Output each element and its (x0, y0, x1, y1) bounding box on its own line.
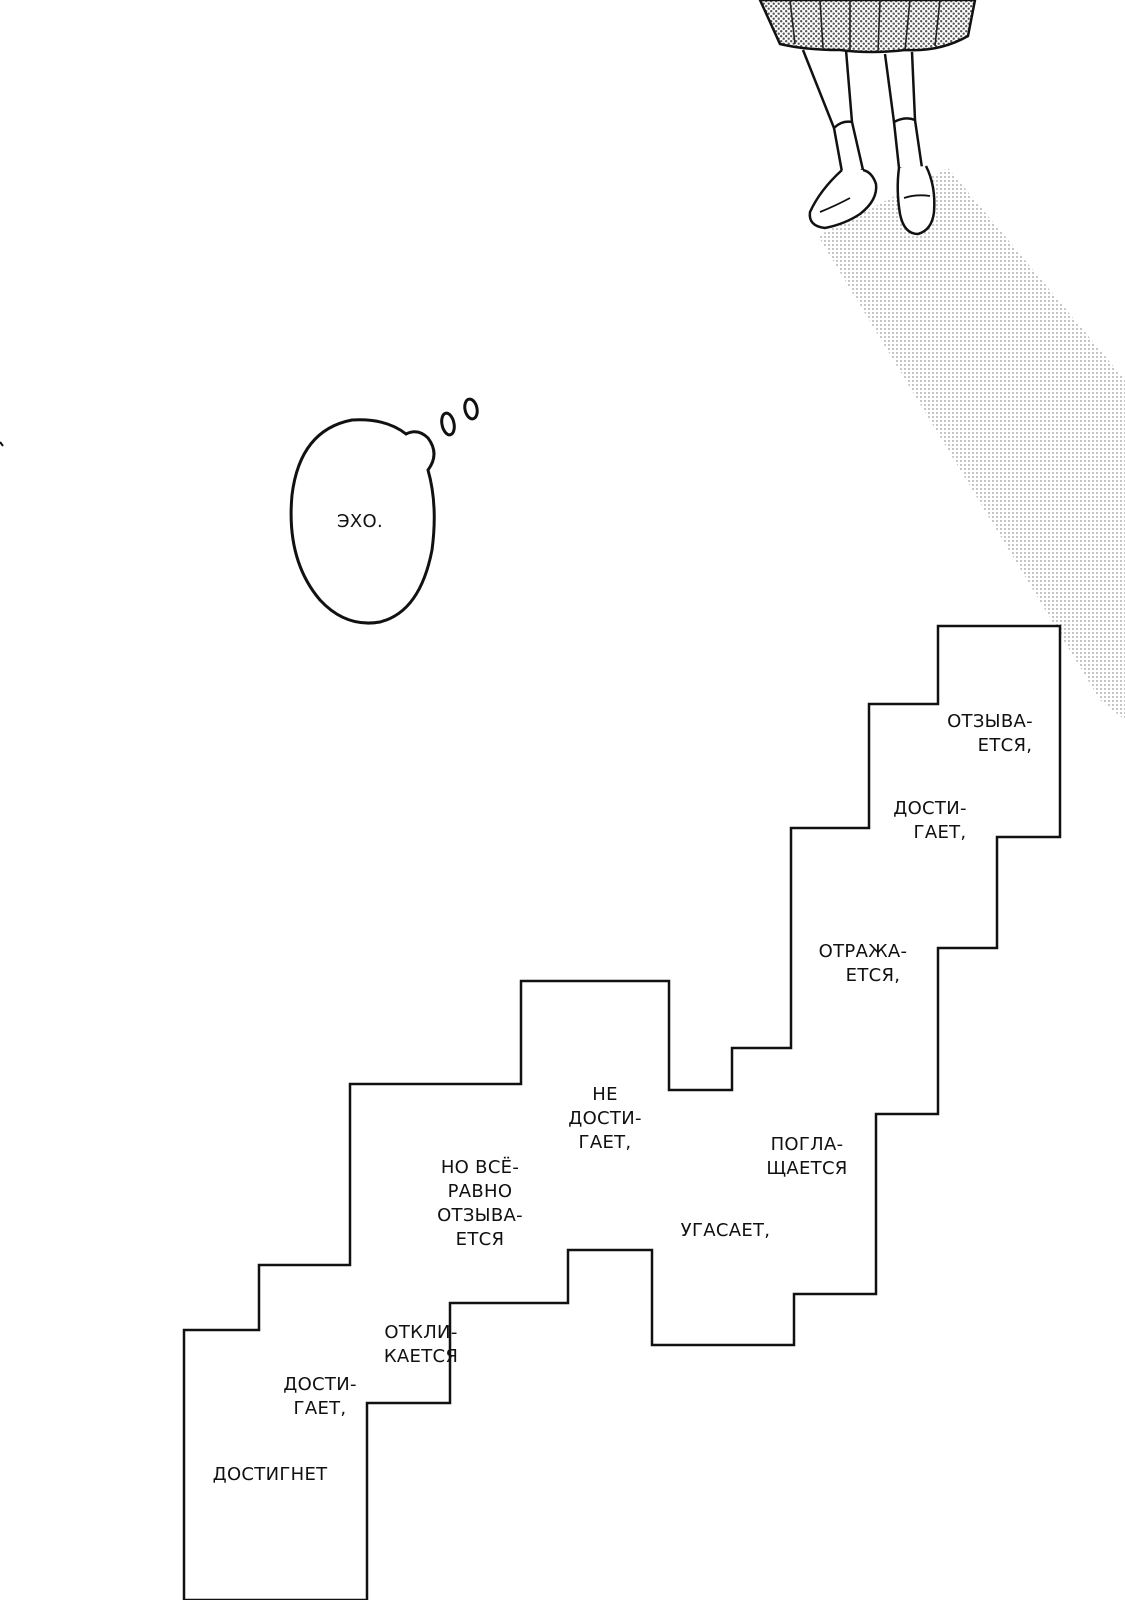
caption-line: ДОСТИ- (568, 1108, 642, 1129)
caption-line: ЕТСЯ, (845, 965, 901, 986)
thought-bubble-shape (289, 397, 479, 625)
caption-no-vsyo-ravno: НО ВСЁ- РАВНО ОТЗЫВА- ЕТСЯ (420, 1156, 540, 1252)
caption-pogloshchaetsya: ПОГЛА- ЩАЕТСЯ (752, 1133, 862, 1181)
caption-line: РАВНО (447, 1181, 513, 1202)
caption-line: ПОГЛА- (770, 1134, 844, 1155)
caption-line: КАЕТСЯ (383, 1346, 459, 1367)
caption-line: НО ВСЁ- (440, 1157, 520, 1178)
caption-line: ДОСТИ- (893, 798, 967, 819)
caption-line: ГАЕТ, (578, 1132, 632, 1153)
caption-otrazhaetsya: ОТРАЖА- ЕТСЯ, (808, 940, 918, 988)
caption-otklikaetsya: ОТКЛИ- КАЕТСЯ (366, 1321, 476, 1369)
caption-line: ЕТСЯ, (977, 735, 1033, 756)
caption-line: ГАЕТ, (913, 822, 967, 843)
caption-line: ОТКЛИ- (384, 1322, 458, 1343)
caption-dostignet: ДОСТИГНЕТ (200, 1463, 340, 1487)
caption-line: ДОСТИГНЕТ (212, 1464, 328, 1485)
caption-line: УГАСАЕТ, (680, 1220, 771, 1241)
shadow-screentone (818, 168, 1125, 720)
caption-line: ГАЕТ, (293, 1398, 347, 1419)
caption-ugasaet: УГАСАЕТ, (668, 1219, 783, 1243)
caption-line: ЕТСЯ (455, 1229, 505, 1250)
thought-bubble-text: ЭХО. (320, 510, 400, 534)
caption-line: ОТЗЫВА- (437, 1205, 523, 1226)
girl-right-leg (883, 51, 936, 236)
caption-line: ОТЗЫВА- (947, 711, 1033, 732)
bubble-line: ЭХО. (337, 511, 383, 532)
edge-mark (0, 441, 4, 447)
caption-dostigaet-2: ДОСТИ- ГАЕТ, (270, 1373, 370, 1421)
staircase-caption-panel (182, 624, 1062, 1600)
caption-line: НЕ (592, 1084, 618, 1105)
caption-dostigaet-1: ДОСТИ- ГАЕТ, (880, 797, 980, 845)
girl-skirt (758, 0, 977, 54)
girl-left-leg (801, 49, 878, 230)
caption-line: ОТРАЖА- (818, 941, 908, 962)
caption-ne-dostigaet: НЕ ДОСТИ- ГАЕТ, (560, 1083, 650, 1155)
caption-line: ЩАЕТСЯ (766, 1158, 848, 1179)
caption-line: ДОСТИ- (283, 1374, 357, 1395)
caption-otzyvaetsya-1: ОТЗЫВА- ЕТСЯ, (935, 710, 1045, 758)
